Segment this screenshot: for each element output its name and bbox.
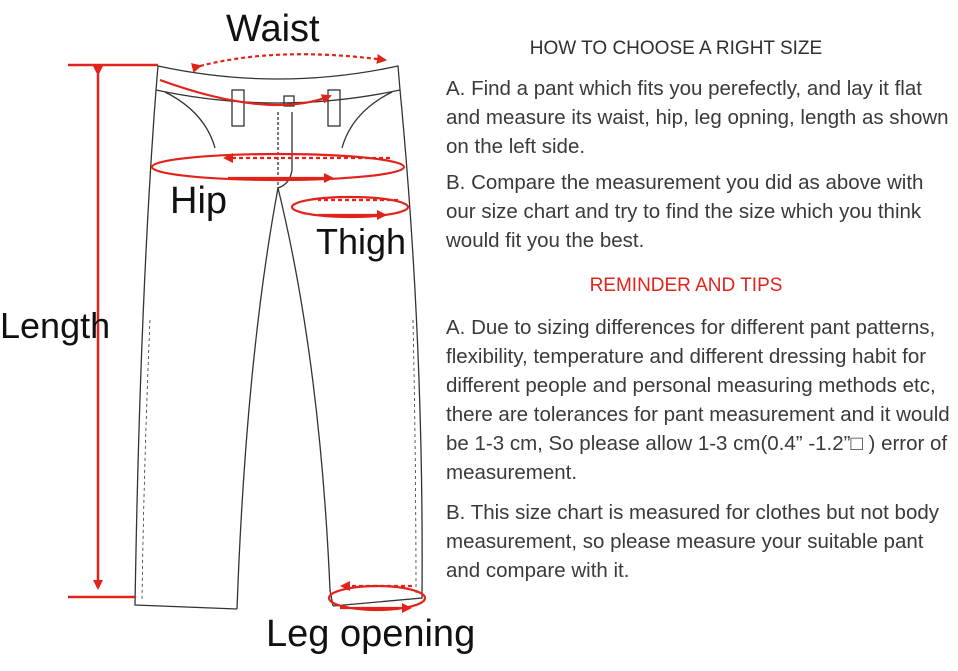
tip-b: B. This size chart is measured for cloth… bbox=[446, 501, 940, 582]
pants-outline bbox=[134, 65, 423, 610]
hip-label: Hip bbox=[170, 180, 228, 222]
waist-marker bbox=[159, 53, 387, 107]
tip-a: A. Due to sizing differences for differe… bbox=[446, 316, 950, 484]
leg-opening-marker bbox=[327, 581, 427, 613]
thigh-marker bbox=[290, 195, 410, 220]
waist-label: Waist bbox=[226, 8, 320, 50]
length-label: Length bbox=[0, 305, 111, 346]
guide-step-b: B. Compare the measurement you did as ab… bbox=[446, 171, 924, 252]
tips-heading: REMINDER AND TIPS bbox=[589, 275, 783, 296]
hip-marker bbox=[150, 152, 406, 183]
instructions-panel: HOW TO CHOOSE A RIGHT SIZE A. Find a pan… bbox=[446, 38, 951, 585]
guide-step-a: A. Find a pant which fits you perefectly… bbox=[446, 77, 949, 158]
leg-opening-label: Leg opening bbox=[266, 613, 476, 655]
thigh-label: Thigh bbox=[316, 221, 407, 262]
guide-heading: HOW TO CHOOSE A RIGHT SIZE bbox=[529, 38, 823, 59]
length-marker bbox=[68, 63, 158, 599]
